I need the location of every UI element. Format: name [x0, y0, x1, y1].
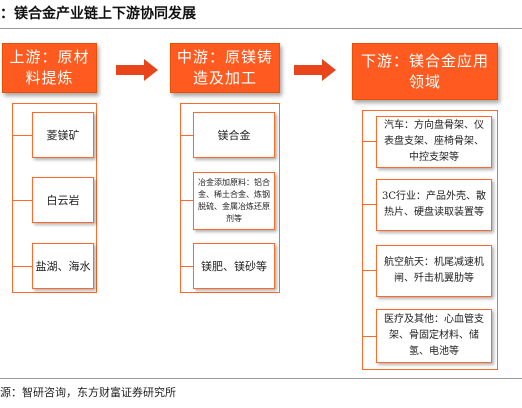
downstream-heading: 下游：镁合金应用领域	[352, 43, 498, 100]
midstream-item-metallurgy-additives: 冶金添加原料：铝合金、稀土合金、炼钢脱硫、金属冶炼还原剂等	[193, 172, 275, 230]
downstream-item-automotive: 汽车：方向盘骨架、仪表盘支架、座椅骨架、中控支架等	[376, 116, 492, 168]
bottom-rule	[0, 378, 522, 379]
midstream-group: 镁合金 冶金添加原料：铝合金、稀土合金、炼钢脱硫、金属冶炼还原剂等 镁肥、镁砂等	[180, 103, 280, 293]
upstream-item-dolomite: 白云岩	[32, 177, 94, 223]
upstream-group: 菱镁矿 白云岩 盐湖、海水	[12, 103, 97, 293]
connector	[363, 141, 376, 142]
arrow-up-to-mid	[116, 59, 158, 81]
upstream-item-salt-lake: 盐湖、海水	[32, 243, 94, 289]
midstream-item-magnesium-alloy: 镁合金	[193, 112, 275, 158]
figure-title: ：镁合金产业链上下游协同发展	[0, 6, 196, 22]
connector	[363, 204, 376, 205]
downstream-group: 汽车：方向盘骨架、仪表盘支架、座椅骨架、中控支架等 3C行业：产品外壳、散热片、…	[362, 110, 498, 370]
upstream-heading: 上游：原材料提炼	[2, 43, 97, 93]
connector	[13, 200, 32, 201]
connector	[363, 336, 376, 337]
connector	[181, 266, 193, 267]
connector	[363, 270, 376, 271]
source-note: 源：智研咨询，东方财富证券研究所	[0, 386, 176, 399]
connector	[13, 135, 32, 136]
midstream-item-fertilizer: 镁肥、镁砂等	[193, 243, 275, 289]
downstream-item-medical: 医疗及其他：心血管支架、骨固定材料、储氢、电池等	[376, 309, 492, 363]
arrow-mid-to-down	[294, 59, 336, 81]
downstream-item-aerospace: 航空航天：机尾减速机闸、歼击机翼肋等	[376, 245, 492, 297]
downstream-item-3c: 3C行业：产品外壳、散热片、硬盘读取装置等	[376, 179, 492, 231]
connector	[181, 200, 193, 201]
upstream-item-magnesite: 菱镁矿	[32, 112, 94, 158]
connector	[13, 266, 32, 267]
top-rule	[0, 28, 522, 29]
midstream-heading: 中游：原镁铸造及加工	[170, 43, 280, 93]
connector	[181, 135, 193, 136]
